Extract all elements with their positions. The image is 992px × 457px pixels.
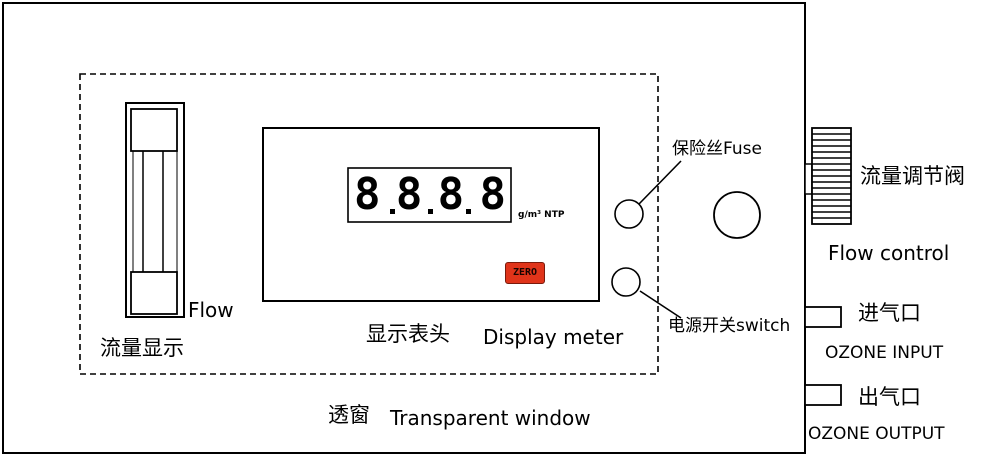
unit-label: g/m³ NTP	[518, 210, 565, 220]
digit: 8	[479, 169, 506, 220]
flow-valve-label-cn: 流量调节阀	[860, 164, 965, 188]
ozone-input-port	[804, 306, 842, 328]
flow-meter-tube	[125, 102, 185, 318]
flow-control-label-en: Flow control	[828, 241, 950, 265]
decimal-point	[390, 209, 395, 214]
flow-control-knob	[713, 191, 761, 239]
decimal-point	[428, 209, 433, 214]
fuse-circle	[614, 199, 644, 229]
display-meter-label-en: Display meter	[483, 325, 624, 349]
device-housing	[2, 2, 806, 454]
ozone-output-port	[804, 384, 842, 406]
inlet-label-cn: 进气口	[858, 301, 921, 325]
inlet-label-en: OZONE INPUT	[825, 343, 944, 363]
digit-display: 8 8 8 8	[354, 170, 506, 220]
digit: 8	[354, 169, 381, 220]
flow-display-label-cn: 流量显示	[100, 336, 184, 360]
power-switch-label: 电源开关switch	[668, 316, 791, 336]
flow-control-valve	[804, 127, 852, 225]
power-switch-circle	[611, 267, 641, 297]
fuse-leader	[638, 160, 682, 205]
flow-label-en: Flow	[188, 298, 234, 322]
transparent-window-label-en: Transparent window	[390, 406, 591, 430]
decimal-point	[466, 209, 471, 214]
transparent-window-label-cn: 透窗	[328, 403, 370, 427]
zero-button[interactable]: ZERO	[505, 262, 545, 284]
transparent-window	[79, 73, 659, 375]
outlet-label-cn: 出气口	[858, 385, 921, 409]
digit: 8	[395, 169, 423, 220]
fuse-label: 保险丝Fuse	[672, 139, 762, 159]
switch-leader	[639, 290, 682, 319]
display-meter-label-cn: 显示表头	[366, 322, 450, 346]
outlet-label-en: OZONE OUTPUT	[808, 424, 945, 444]
digit: 8	[437, 169, 465, 220]
